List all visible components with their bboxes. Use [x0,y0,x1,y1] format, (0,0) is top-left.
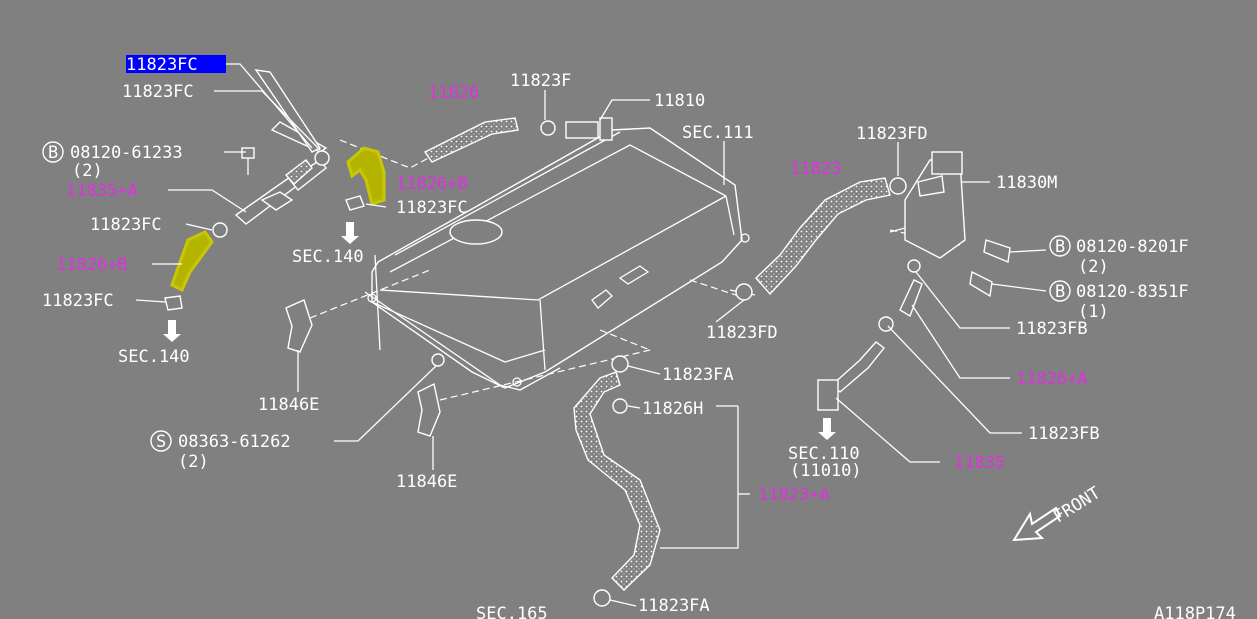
label-11846e-right[interactable]: 11846E [396,472,457,492]
bracket-11846e-left[interactable] [285,299,313,353]
clip-11823fa-bottom[interactable] [593,589,611,607]
pcv-valve-11810[interactable] [565,117,613,141]
b-marker-icon-3: B [1049,280,1071,302]
b-marker-icon-1: B [42,141,64,163]
hose-11835[interactable] [817,316,894,411]
hose-11823[interactable] [755,177,891,296]
label-sec165[interactable]: SEC.165 [476,604,548,619]
label-bolt-qty-2b: (2) [1078,257,1109,277]
label-screw-qty-2: (2) [178,452,209,472]
label-11826a[interactable]: 11826+A [1016,369,1088,389]
label-bolt-08120-61233[interactable]: 08120-61233 [70,143,183,163]
front-arrow-icon [1012,506,1062,542]
label-11823fb-top[interactable]: 11823FB [1016,319,1088,339]
label-11826[interactable]: 11826 [428,83,479,103]
bolt-08120-8351f[interactable] [969,270,993,298]
arrow-sec140-left [163,320,181,342]
hose-11826a[interactable] [899,259,923,318]
marker-s-text: S [156,432,166,452]
label-11823fa-top[interactable]: 11823FA [662,365,734,385]
clip-11823fd-top[interactable] [889,177,907,195]
bracket-11846e-right[interactable] [417,353,445,437]
marker-b-text: B [48,143,58,163]
label-11823fd-top[interactable]: 11823FD [856,124,928,144]
clip-11823fd-bottom[interactable] [735,283,753,301]
label-11823fb-bottom[interactable]: 11823FB [1028,424,1100,444]
cap-11826h[interactable] [612,398,628,414]
label-bolt-08120-8201f[interactable]: 08120-8201F [1076,237,1189,257]
label-sec140-left[interactable]: SEC.140 [118,347,190,367]
label-bolt-08120-8351f[interactable]: 08120-8351F [1076,282,1189,302]
hose-11826[interactable] [423,117,519,163]
label-sec140-mid[interactable]: SEC.140 [292,247,364,267]
label-11846e-left[interactable]: 11846E [258,395,319,415]
label-bolt-qty-2a: (2) [72,161,103,181]
bolt-08120-61233[interactable] [241,147,255,175]
b-marker-icon-2: B [1049,235,1071,257]
clip-11823fc-1[interactable] [314,150,330,166]
label-sec110[interactable]: SEC.110 [788,444,860,464]
label-11823[interactable]: 11823 [790,159,841,179]
label-11823fc-right[interactable]: 11823FC [396,198,468,218]
label-11826b-right[interactable]: 11826+B [396,174,468,194]
clip-11823fa-top[interactable] [611,355,629,373]
marker-b-text: B [1055,237,1065,257]
label-11826b-left[interactable]: 11826+B [56,255,128,275]
hose-11823a[interactable] [573,371,661,591]
breather-pipe-11835a[interactable] [234,69,328,225]
label-11823fd-bottom[interactable]: 11823FD [706,323,778,343]
hose-11826b-left[interactable] [164,230,214,311]
label-bolt-qty-1: (1) [1078,302,1109,322]
oil-separator-11830m[interactable] [889,151,966,259]
hose-11826b-right[interactable] [345,146,386,211]
label-11823a[interactable]: 11823+A [758,485,830,505]
clip-11823f[interactable] [540,120,556,136]
label-11823fc-mid[interactable]: 11823FC [90,215,162,235]
label-11835[interactable]: 11835 [954,453,1005,473]
marker-b-text: B [1055,282,1065,302]
arrow-sec140-mid [341,222,359,244]
label-front: FRONT [1050,483,1104,527]
leader-lines [135,63,1047,607]
clip-11823fc-2[interactable] [212,222,228,238]
label-screw-08363-61262[interactable]: 08363-61262 [178,432,291,452]
s-marker-icon: S [150,430,172,452]
selection-highlight [126,55,226,73]
label-11835a[interactable]: 11835+A [66,181,138,201]
label-11826h[interactable]: 11826H [642,399,703,419]
label-11823fa-bottom[interactable]: 11823FA [638,596,710,616]
label-11823fc-selected[interactable]: 11823FC [126,55,198,75]
label-11823fc-top[interactable]: 11823FC [122,82,194,102]
label-11823f[interactable]: 11823F [510,71,571,91]
arrow-sec110 [818,418,836,440]
label-11823fc-low[interactable]: 11823FC [42,291,114,311]
label-sec110-sub: (11010) [790,461,862,481]
rocker-cover [364,127,750,391]
label-sec111[interactable]: SEC.111 [682,123,754,143]
label-11810[interactable]: 11810 [654,91,705,111]
diagram-code: A118P174 [1154,604,1236,619]
label-11830m[interactable]: 11830M [996,173,1057,193]
bolt-08120-8201f[interactable] [983,239,1011,263]
